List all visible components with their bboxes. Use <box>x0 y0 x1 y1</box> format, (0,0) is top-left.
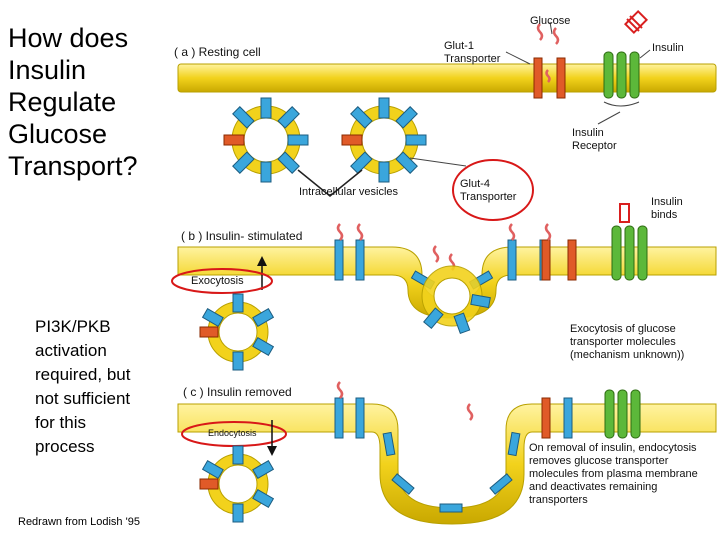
glut1-transporter <box>533 57 566 99</box>
insulin-receptor <box>603 51 640 107</box>
glucose-molecules-a <box>536 23 560 83</box>
title-line: How does <box>8 23 129 53</box>
leader-lines-a <box>505 21 651 125</box>
endocytosis-description-line: and deactivates remaining <box>529 481 658 493</box>
note-line: process <box>35 437 95 456</box>
exocytosis-description-line: Exocytosis of glucose <box>570 323 676 335</box>
insulin-binds-label-line: binds <box>651 209 678 221</box>
note-line: for this <box>35 413 87 432</box>
insulin-receptor-label-line: Receptor <box>572 140 617 152</box>
title-line: Regulate <box>8 87 117 117</box>
credit-text: Redrawn from Lodish '95 <box>18 516 140 528</box>
glut4-leader <box>409 157 467 167</box>
glut1-transporter-c <box>541 397 551 439</box>
panel-c-label: ( c ) Insulin removed <box>183 385 292 399</box>
exocytosis-arrowhead <box>257 256 267 266</box>
note-line: required, but <box>35 365 131 384</box>
title-line: Transport? <box>8 151 138 181</box>
endocytosis-description-line: molecules from plasma membrane <box>529 468 698 480</box>
endocytosis-description: On removal of insulin, endocytosis remov… <box>529 442 698 507</box>
insulin-binds-label: Insulin binds <box>651 196 683 222</box>
insulin-receptor-label-line: Insulin <box>572 127 604 139</box>
glucose-molecules-c <box>336 381 474 421</box>
glut4-transporters-c <box>334 397 573 513</box>
fusing-vesicle <box>421 265 491 335</box>
bound-insulin <box>619 203 630 223</box>
insulin-receptor-label: Insulin Receptor <box>572 127 617 153</box>
plasma-membrane-c <box>177 403 717 525</box>
slide-title: How does Insulin Regulate Glucose Transp… <box>8 22 178 182</box>
exocytosis-label: Exocytosis <box>191 275 244 287</box>
endocytosis-label: Endocytosis <box>208 428 257 438</box>
exocytosis-circle-annotation <box>171 268 273 294</box>
glut4-circle-annotation <box>452 159 534 221</box>
glut4-label: Glut-4 Transporter <box>460 178 516 204</box>
pi3k-note: PI3K/PKB activation required, but not su… <box>35 315 170 459</box>
exocytosis-description-line: (mechanism unknown)) <box>570 349 685 361</box>
intracellular-vesicle <box>199 445 275 523</box>
exocytosis-description: Exocytosis of glucose transporter molecu… <box>570 323 684 362</box>
glut4-label-line: Transporter <box>460 191 517 203</box>
glut1-transporter-b <box>541 239 577 281</box>
intracellular-vesicle <box>223 97 309 183</box>
note-line: activation <box>35 341 107 360</box>
endocytosis-arrowhead <box>267 446 277 456</box>
insulin-receptor-c <box>604 389 641 439</box>
panel-a-label: ( a ) Resting cell <box>174 45 261 59</box>
plasma-membrane-a <box>177 63 717 93</box>
title-line: Insulin <box>8 55 87 85</box>
title-line: Glucose <box>8 119 108 149</box>
note-line: not sufficient <box>35 389 131 408</box>
insulin-binds-label-line: Insulin <box>651 196 683 208</box>
endocytosis-description-line: On removal of insulin, endocytosis <box>529 442 697 454</box>
glut1-label-line: Glut-1 <box>444 40 474 52</box>
endocytosis-description-line: transporters <box>529 494 588 506</box>
glut1-label-line: Transporter <box>444 53 501 65</box>
insulin-molecule <box>623 9 649 35</box>
intracellular-vesicles-label: Intracellular vesicles <box>299 186 399 198</box>
glucose-label: Glucose <box>530 15 571 27</box>
note-line: PI3K/PKB <box>35 317 111 336</box>
glut1-label: Glut-1 Transporter <box>444 40 500 66</box>
exocytosis-description-line: transporter molecules <box>570 336 676 348</box>
insulin-receptor-b <box>611 225 648 281</box>
vesicle-pointer <box>297 169 363 197</box>
panel-b-label: ( b ) Insulin- stimulated <box>181 229 303 243</box>
intracellular-vesicle <box>341 97 427 183</box>
intracellular-vesicle <box>199 293 275 371</box>
glut4-label-line: Glut-4 <box>460 178 490 190</box>
endocytosis-description-line: removes glucose transporter <box>529 455 669 467</box>
insulin-label: Insulin <box>652 42 684 54</box>
